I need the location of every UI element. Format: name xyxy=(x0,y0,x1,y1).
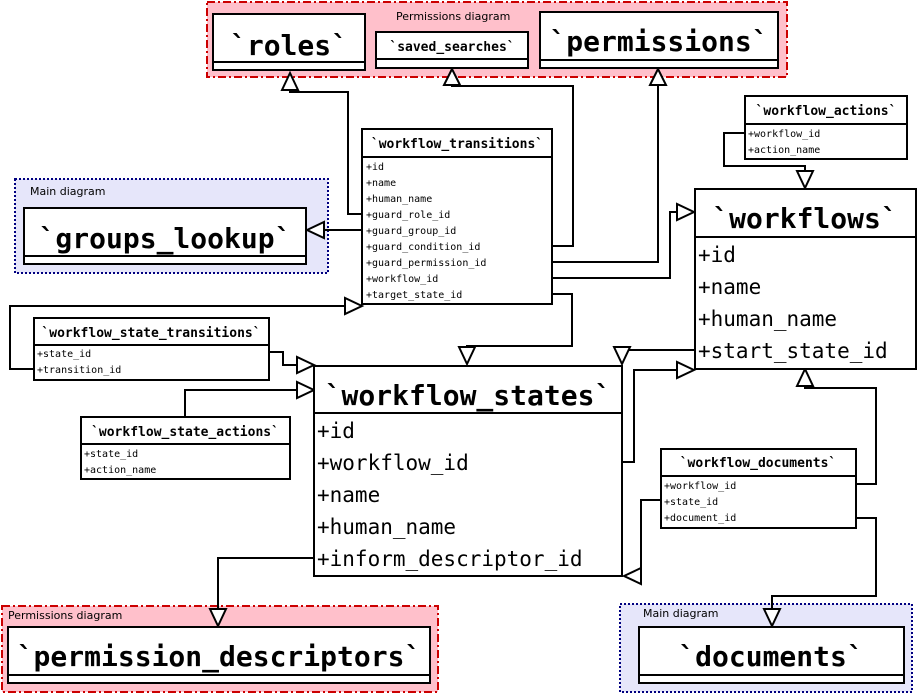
package-label: Permissions diagram xyxy=(8,609,122,622)
entity-title: `workflow_transitions` xyxy=(371,137,543,152)
arrowhead-documents xyxy=(762,608,782,629)
entity-title: `workflow_actions` xyxy=(756,104,897,119)
edge-state-transitions-transitions xyxy=(9,305,346,370)
attribute: +workflow_id xyxy=(748,129,820,140)
entity-roles[interactable]: `roles` xyxy=(212,13,366,71)
edge-states-workflows-a xyxy=(621,349,695,364)
arrowhead-permission-descriptors xyxy=(208,608,228,629)
attribute: +human_name xyxy=(317,515,456,539)
entity-title: `workflow_state_actions` xyxy=(91,425,279,440)
entity-title: `workflow_state_transitions` xyxy=(41,326,260,341)
attribute: +workflow_id xyxy=(317,451,469,475)
entity-workflow-documents[interactable]: `workflow_documents` +workflow_id +state… xyxy=(660,448,857,529)
attribute: +action_name xyxy=(748,145,820,156)
arrowhead-workflows-2 xyxy=(676,360,697,380)
entity-workflow-transitions[interactable]: `workflow_transitions` +id +name +human_… xyxy=(361,128,553,305)
edge-documents-documents xyxy=(771,517,877,610)
package-label: Main diagram xyxy=(30,185,106,198)
attribute: +id xyxy=(366,162,384,173)
edge-transitions-workflows xyxy=(552,211,678,279)
attribute: +state_id xyxy=(664,497,718,508)
entity-title: `workflow_documents` xyxy=(680,456,837,471)
attribute: +name xyxy=(317,483,380,507)
arrowhead-states-left-1 xyxy=(296,355,317,375)
connectors xyxy=(9,66,877,629)
entity-title: `saved_searches` xyxy=(389,40,514,55)
attribute: +human_name xyxy=(698,307,837,331)
entity-title: `groups_lookup` xyxy=(39,222,292,255)
arrowhead-permissions xyxy=(648,66,668,86)
entity-workflows[interactable]: `workflows` +id +name +human_name +start… xyxy=(694,188,917,370)
entity-title: `permissions` xyxy=(549,25,768,58)
entity-workflow-actions[interactable]: `workflow_actions` +workflow_id +action_… xyxy=(744,95,908,160)
entity-workflow-states[interactable]: `workflow_states` +id +workflow_id +name… xyxy=(313,365,623,577)
arrowhead-workflows-top xyxy=(795,170,815,191)
entity-permissions[interactable]: `permissions` xyxy=(539,11,779,69)
package-label: Main diagram xyxy=(643,607,719,620)
attribute: +id xyxy=(317,419,355,443)
arrowhead-workflows-bottom xyxy=(795,366,815,387)
attribute: +transition_id xyxy=(37,365,121,376)
arrowhead-roles xyxy=(280,70,300,91)
attribute: +human_name xyxy=(366,194,432,205)
entity-groups-lookup[interactable]: `groups_lookup` xyxy=(23,207,307,265)
arrowhead-groups xyxy=(304,220,325,240)
entity-title: `workflows` xyxy=(712,202,897,235)
arrowhead-states-bottom-right xyxy=(621,566,642,586)
edge-documents-states xyxy=(640,499,661,577)
arrowhead-workflows-1 xyxy=(676,202,697,222)
attribute: +target_state_id xyxy=(366,290,462,301)
attribute: +document_id xyxy=(664,513,736,524)
attribute: +guard_condition_id xyxy=(366,242,480,253)
edge-state-actions-states xyxy=(184,389,298,416)
entity-title: `workflow_states` xyxy=(325,379,612,412)
entity-title: `roles` xyxy=(230,29,348,62)
attribute: +state_id xyxy=(37,349,91,360)
attribute: +guard_group_id xyxy=(366,226,456,237)
edge-states-permission-descriptors xyxy=(217,557,314,610)
entity-workflow-state-transitions[interactable]: `workflow_state_transitions` +state_id +… xyxy=(33,317,270,381)
edge-transitions-permissions xyxy=(552,84,659,263)
attribute: +name xyxy=(366,178,396,189)
attribute: +inform_descriptor_id xyxy=(317,547,583,571)
attribute: +workflow_id xyxy=(366,274,438,285)
arrowhead-saved-searches xyxy=(442,66,462,86)
attribute: +action_name xyxy=(84,465,156,476)
arrowhead-transitions-left xyxy=(344,296,365,316)
entity-documents[interactable]: `documents` xyxy=(638,626,905,684)
entity-title: `permission_descriptors` xyxy=(17,640,422,673)
entity-title: `documents` xyxy=(678,640,863,673)
attribute: +guard_permission_id xyxy=(366,258,486,269)
edge-state-transitions-states xyxy=(269,351,298,366)
entity-permission-descriptors[interactable]: `permission_descriptors` xyxy=(7,626,431,684)
attribute-list: +id +name +human_name +guard_role_id +gu… xyxy=(366,162,486,301)
edge-states-workflows-b xyxy=(622,369,678,463)
arrowhead-states-left-2 xyxy=(296,380,317,400)
attribute: +workflow_id xyxy=(664,481,736,492)
attribute: +guard_role_id xyxy=(366,210,450,221)
arrowhead-states-top xyxy=(457,346,477,367)
attribute: +name xyxy=(698,275,761,299)
attribute: +start_state_id xyxy=(698,339,888,363)
attribute: +state_id xyxy=(84,449,138,460)
entity-saved-searches[interactable]: `saved_searches` xyxy=(375,31,529,69)
attribute: +id xyxy=(698,243,736,267)
entity-workflow-state-actions[interactable]: `workflow_state_actions` +state_id +acti… xyxy=(80,416,291,480)
package-label: Permissions diagram xyxy=(396,10,510,23)
arrowhead-states-top-right xyxy=(612,346,632,367)
edge-actions-workflows xyxy=(723,132,806,172)
